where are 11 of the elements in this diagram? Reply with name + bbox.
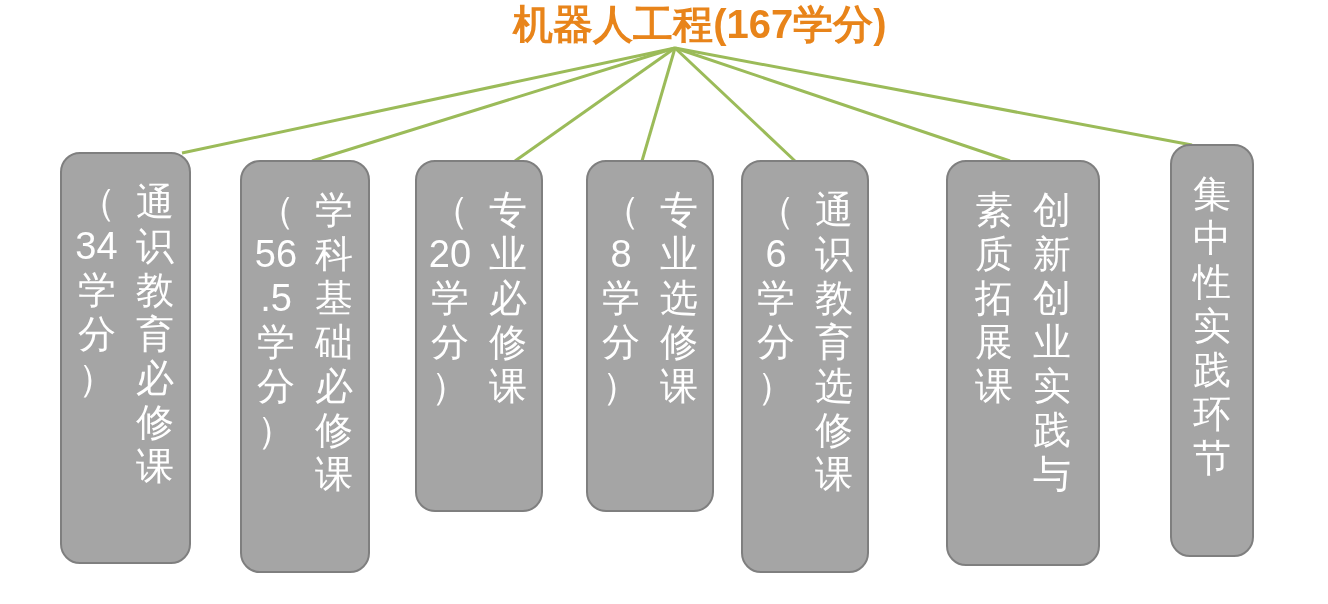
course-box: 专业必修课（20学分）	[415, 160, 543, 512]
course-box: 专业选修课（8学分）	[586, 160, 714, 512]
course-box: 创新创业实践与素质拓展课	[946, 160, 1100, 566]
course-box: 学科基础必修课（56.5学分）	[240, 160, 370, 573]
course-box: 通识教育选修课（6学分）	[741, 160, 869, 573]
connector-line	[311, 46, 676, 163]
course-box: 通识教育必修课（34学分）	[60, 152, 191, 564]
course-box: 集中性实践环节	[1170, 144, 1254, 557]
connector-line	[640, 47, 677, 162]
connector-line	[674, 46, 1193, 147]
title-text: 机器人工程(167学分)	[450, 0, 950, 48]
